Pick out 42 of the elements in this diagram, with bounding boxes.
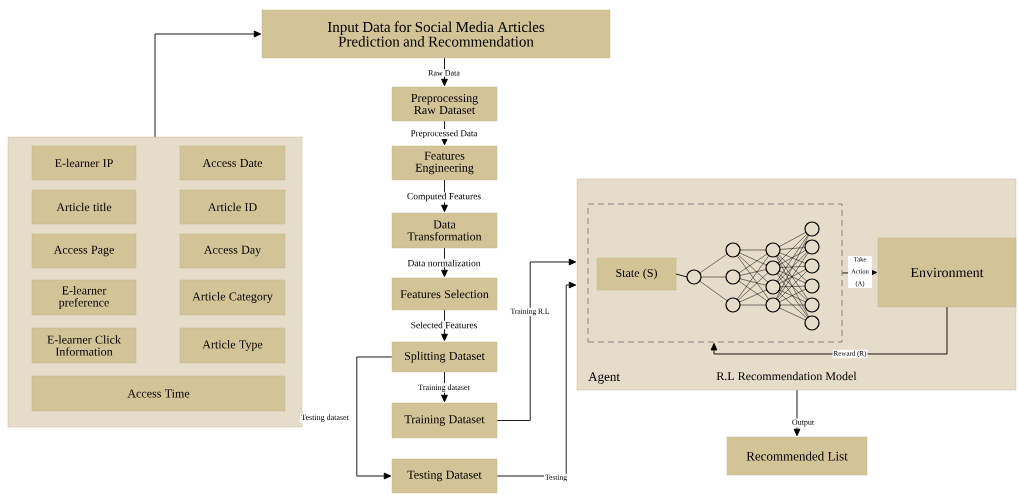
field-box: Article Type xyxy=(179,327,286,364)
edge-label: Data normalization xyxy=(406,258,482,268)
process-box: Training Dataset xyxy=(391,402,498,439)
edge-label: Output xyxy=(790,418,816,428)
edge-label: Testing dataset xyxy=(300,413,350,423)
field-box: Access Time xyxy=(31,375,286,412)
arrow xyxy=(793,389,801,437)
arrow xyxy=(496,281,577,477)
field-box: Article Category xyxy=(179,279,286,316)
arrow xyxy=(441,57,448,87)
field-box: E-learner preference xyxy=(31,279,137,316)
field-box: Access Date xyxy=(179,145,286,181)
arrow xyxy=(496,258,577,421)
field-box: Article ID xyxy=(179,189,286,225)
edge-label: Computed Features xyxy=(405,191,483,203)
process-box: Input Data for Social Media Articles Prediction and Recommendation xyxy=(261,9,611,59)
process-box: Features Engineering xyxy=(391,145,498,181)
process-box: Features Selection xyxy=(391,277,498,311)
field-box: E-learner Click Information xyxy=(31,327,137,364)
edge-label: Selected Features xyxy=(409,320,479,330)
process-box: Testing Dataset xyxy=(391,458,498,494)
edge-label: Preprocessed Data xyxy=(409,128,479,140)
arrow xyxy=(356,356,393,480)
edge-label: Raw Data xyxy=(427,69,461,77)
field-box: Access Day xyxy=(179,233,286,269)
arrow xyxy=(710,306,948,355)
field-box: E-learner IP xyxy=(31,145,137,181)
dashed-box xyxy=(587,203,843,343)
arrow xyxy=(441,179,448,213)
field-box: Article title xyxy=(31,189,137,225)
process-box: Splitting Dataset xyxy=(391,341,498,373)
environment-box: Environment xyxy=(877,237,1017,308)
arrow xyxy=(441,371,448,403)
process-box: Data Transformation xyxy=(391,212,498,249)
arrow xyxy=(441,247,448,278)
state-box: State (S) xyxy=(596,257,677,291)
process-box: Recommended List xyxy=(726,436,868,476)
edge-label: Training dataset xyxy=(417,383,471,393)
field-box: Access Page xyxy=(31,233,137,269)
process-box: Preprocessing Raw Dataset xyxy=(391,86,498,122)
arrow xyxy=(154,30,262,138)
arrow xyxy=(441,309,448,342)
